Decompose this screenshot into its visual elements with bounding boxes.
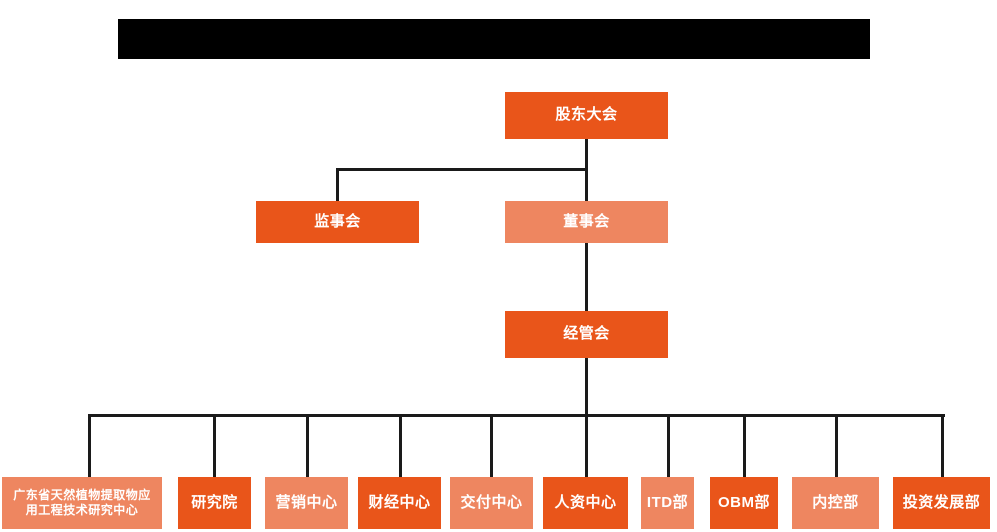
title-banner bbox=[118, 19, 870, 59]
node-institute-label: 研究院 bbox=[191, 493, 238, 511]
node-shareholders[interactable]: 股东大会 bbox=[505, 92, 668, 139]
node-itd[interactable]: ITD部 bbox=[641, 477, 694, 529]
node-finance[interactable]: 财经中心 bbox=[358, 477, 441, 529]
node-management[interactable]: 经管会 bbox=[505, 311, 668, 358]
node-marketing-label: 营销中心 bbox=[275, 493, 338, 511]
node-hr[interactable]: 人资中心 bbox=[543, 477, 628, 529]
connector-departments-bus bbox=[88, 414, 945, 417]
connector-drop-finance bbox=[399, 414, 402, 477]
node-research-center-label-line1: 广东省天然植物提取物应 bbox=[13, 488, 151, 502]
node-obm-label: OBM部 bbox=[718, 493, 770, 511]
connector-drop-hr bbox=[585, 414, 588, 477]
node-delivery-label: 交付中心 bbox=[460, 493, 523, 511]
connector-drop-investment bbox=[941, 414, 944, 477]
node-research-center-label-line2: 用工程技术研究中心 bbox=[25, 503, 139, 517]
node-obm[interactable]: OBM部 bbox=[710, 477, 778, 529]
connector-directors-to-management bbox=[585, 243, 588, 311]
node-directors-label: 董事会 bbox=[563, 212, 610, 230]
node-marketing[interactable]: 营销中心 bbox=[265, 477, 348, 529]
node-itd-label: ITD部 bbox=[646, 493, 689, 511]
node-directors[interactable]: 董事会 bbox=[505, 201, 668, 243]
connector-supervisors-down bbox=[336, 168, 339, 202]
connector-directors-down bbox=[585, 168, 588, 202]
node-shareholders-label: 股东大会 bbox=[555, 106, 618, 124]
node-internal-control[interactable]: 内控部 bbox=[792, 477, 879, 529]
node-hr-label: 人资中心 bbox=[554, 493, 617, 511]
node-supervisors[interactable]: 监事会 bbox=[256, 201, 419, 243]
connector-drop-internal-control bbox=[835, 414, 838, 477]
node-institute[interactable]: 研究院 bbox=[178, 477, 251, 529]
node-delivery[interactable]: 交付中心 bbox=[450, 477, 533, 529]
connector-drop-itd bbox=[667, 414, 670, 477]
connector-drop-institute bbox=[213, 414, 216, 477]
connector-drop-marketing bbox=[306, 414, 309, 477]
connector-drop-delivery bbox=[490, 414, 493, 477]
node-internal-control-label: 内控部 bbox=[812, 493, 859, 511]
node-management-label: 经管会 bbox=[563, 325, 610, 343]
connector-drop-research-center bbox=[88, 414, 91, 477]
connector-management-down bbox=[585, 358, 588, 416]
node-investment[interactable]: 投资发展部 bbox=[893, 477, 990, 529]
node-finance-label: 财经中心 bbox=[368, 493, 431, 511]
connector-level2-bus bbox=[336, 168, 588, 171]
node-investment-label: 投资发展部 bbox=[902, 493, 981, 511]
node-supervisors-label: 监事会 bbox=[314, 212, 361, 230]
connector-drop-obm bbox=[743, 414, 746, 477]
node-research-center[interactable]: 广东省天然植物提取物应 用工程技术研究中心 bbox=[2, 477, 162, 529]
connector-shareholders-down bbox=[585, 139, 588, 171]
node-research-center-label: 广东省天然植物提取物应 用工程技术研究中心 bbox=[9, 488, 155, 518]
